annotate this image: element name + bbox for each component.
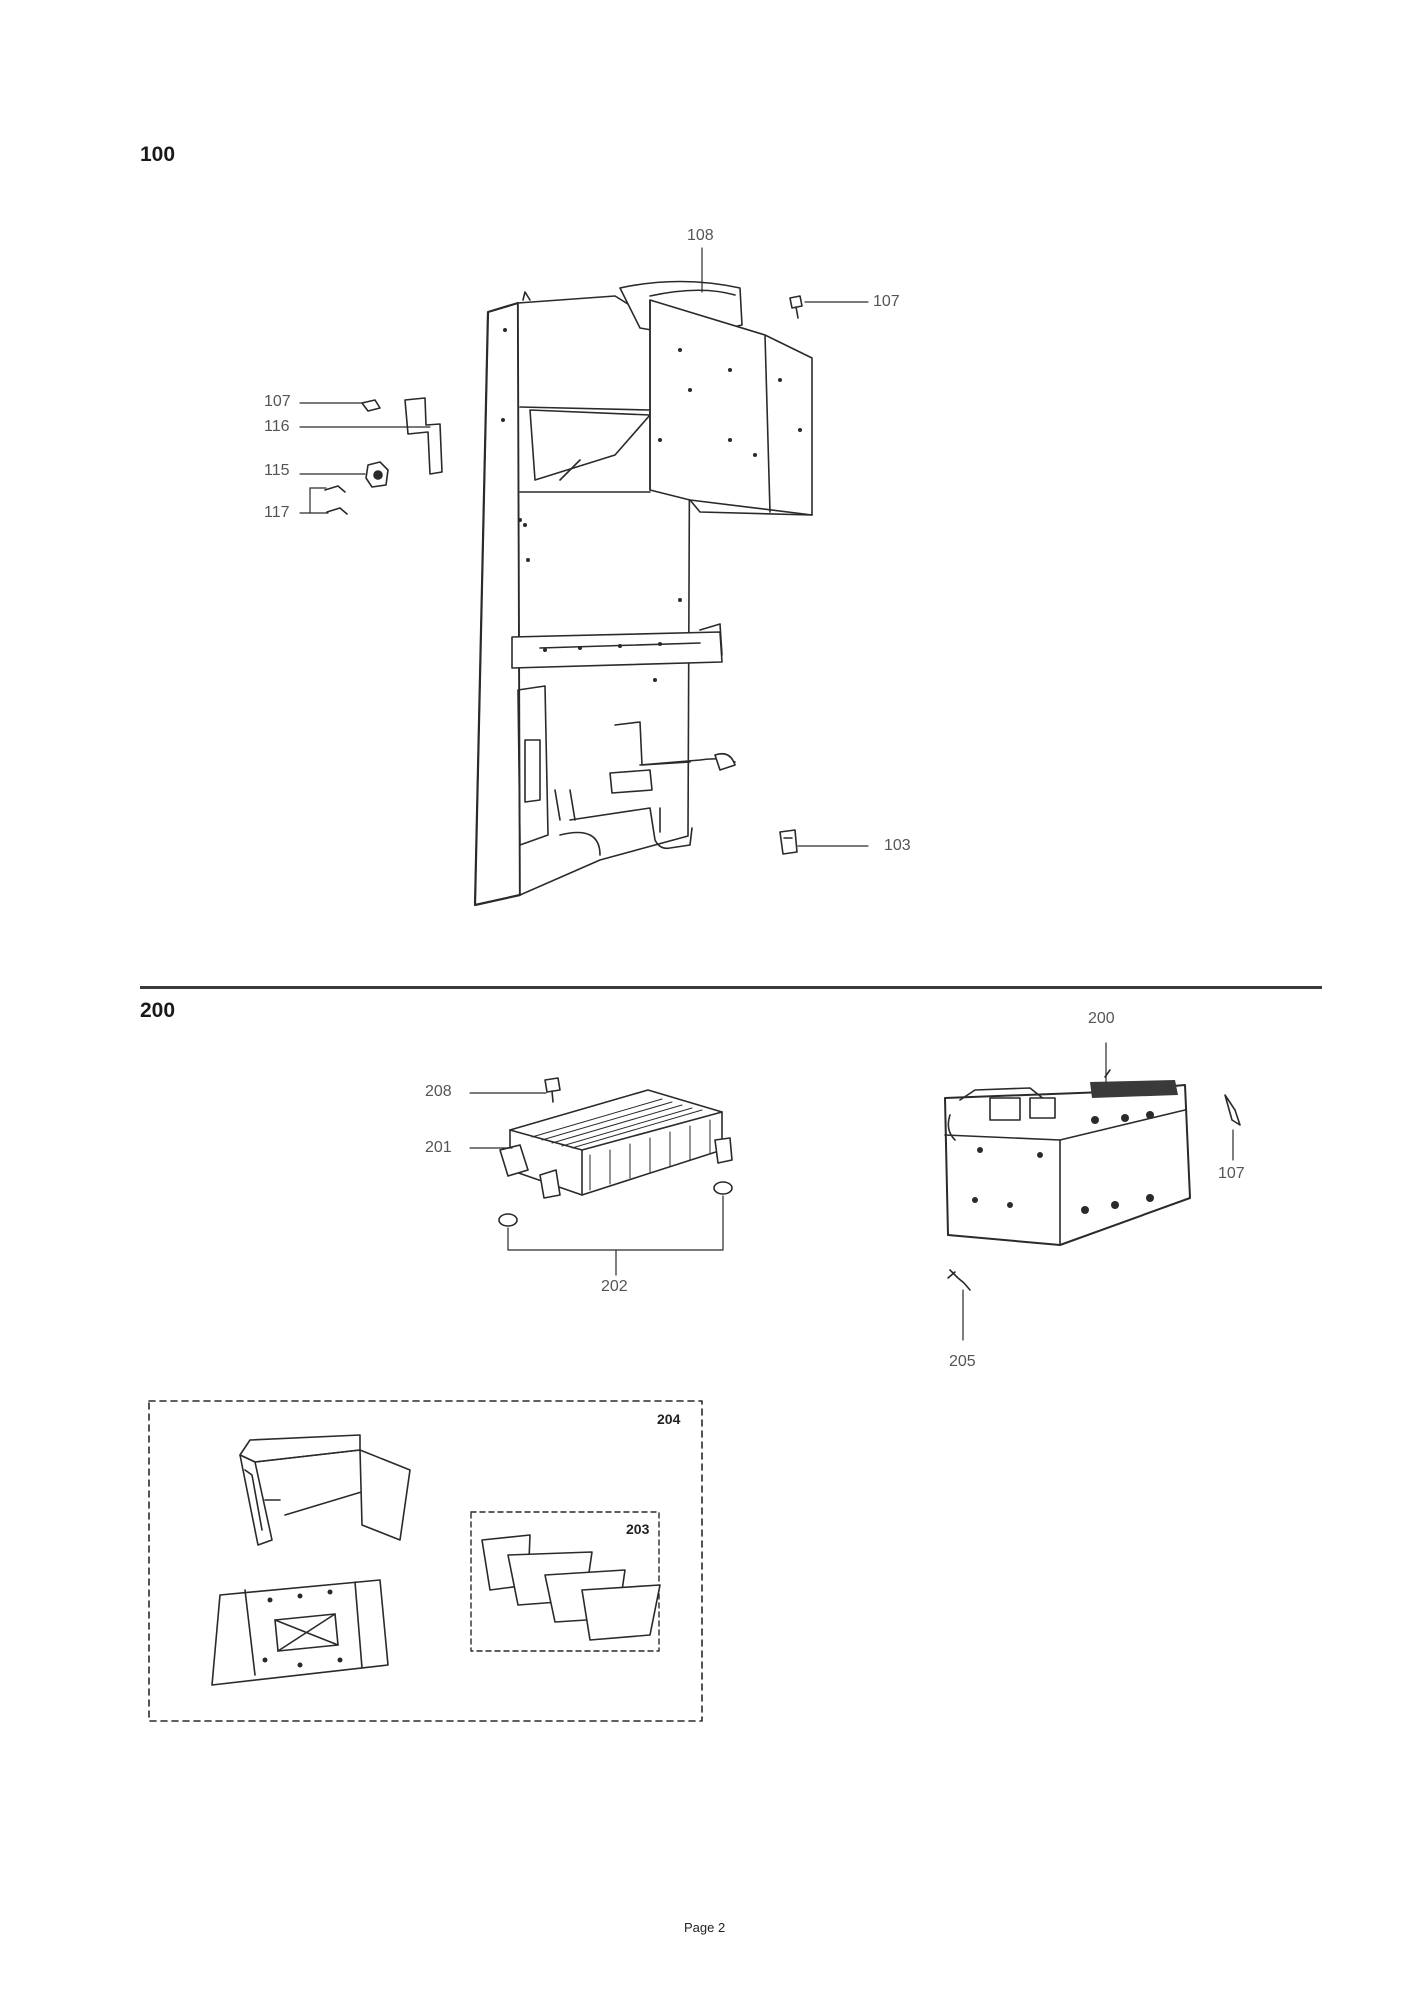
part-103 bbox=[779, 829, 798, 855]
frame-203 bbox=[470, 1511, 660, 1652]
callout-107-left: 107 bbox=[264, 393, 291, 410]
section-divider bbox=[140, 986, 1322, 989]
screw-107-right bbox=[1224, 1094, 1241, 1126]
callout-107-top: 107 bbox=[873, 293, 900, 310]
plug-208 bbox=[544, 1077, 561, 1103]
leader-lines-200-right bbox=[962, 1042, 1234, 1341]
leader-lines-100 bbox=[299, 247, 869, 847]
callout-203: 203 bbox=[626, 1521, 650, 1537]
bracket-116 bbox=[404, 397, 443, 475]
frame-204 bbox=[148, 1400, 703, 1722]
callout-201: 201 bbox=[425, 1139, 452, 1156]
section-100-title: 100 bbox=[140, 143, 176, 166]
o-rings-202 bbox=[498, 1181, 733, 1227]
callout-205: 205 bbox=[949, 1353, 976, 1370]
callout-200: 200 bbox=[1088, 1010, 1115, 1027]
leader-lines-200-left bbox=[469, 1092, 724, 1276]
callout-108: 108 bbox=[687, 227, 714, 244]
frame-assembly-100 bbox=[473, 280, 813, 907]
callout-116: 116 bbox=[264, 418, 290, 435]
gasket-sheets-203 bbox=[481, 1534, 661, 1641]
page-number: Page 2 bbox=[684, 1920, 726, 1935]
callout-107-right: 107 bbox=[1218, 1165, 1245, 1182]
callout-208: 208 bbox=[425, 1083, 452, 1100]
heat-exchanger-201 bbox=[499, 1089, 733, 1199]
callout-117: 117 bbox=[264, 504, 290, 521]
callout-103: 103 bbox=[884, 837, 911, 854]
screw-205 bbox=[947, 1269, 971, 1291]
screws-117 bbox=[324, 485, 348, 515]
callout-115: 115 bbox=[264, 462, 290, 479]
screw-107-top bbox=[789, 295, 803, 319]
section-200-title: 200 bbox=[140, 999, 176, 1022]
screw-107-left bbox=[361, 399, 381, 412]
part-115 bbox=[365, 461, 389, 488]
combustion-chamber-200 bbox=[944, 1069, 1191, 1246]
callout-202: 202 bbox=[601, 1278, 628, 1295]
callout-204: 204 bbox=[657, 1411, 681, 1427]
insulation-panels-204 bbox=[211, 1434, 411, 1686]
